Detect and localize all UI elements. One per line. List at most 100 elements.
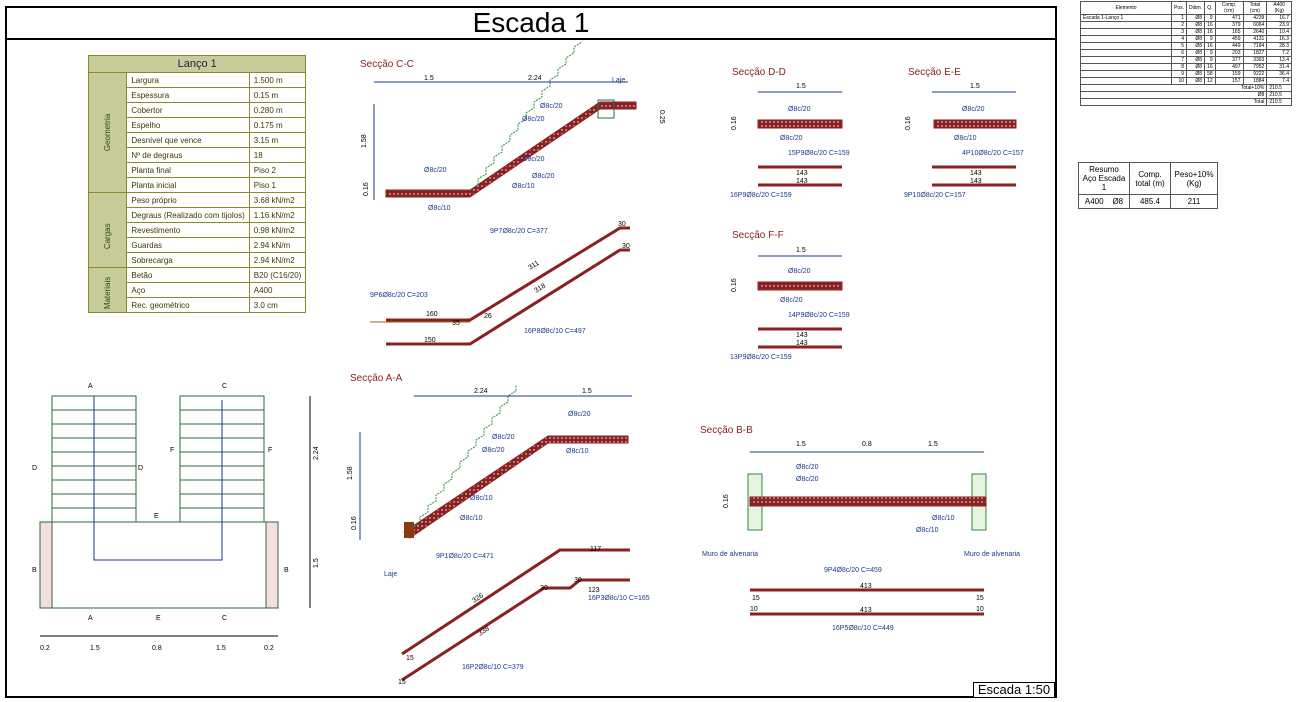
length: 10 xyxy=(976,606,984,613)
plan-dim: 2.24 xyxy=(313,446,320,460)
wall-left xyxy=(39,521,53,609)
section-aa-title: Secção A-A xyxy=(350,373,403,384)
length: 143 xyxy=(970,178,982,185)
section-aa xyxy=(359,385,632,682)
rebar-label: Ø8c/20 xyxy=(962,106,985,113)
bar-mark: 9P4Ø8c/20 C=459 xyxy=(824,567,882,574)
summary-steel: A400 Ø8 xyxy=(1078,194,1130,209)
cut-mark: A xyxy=(88,615,93,622)
section-dd-title: Secção D-D xyxy=(732,67,786,78)
bar-mark: 16P2Ø8c/10 C=379 xyxy=(462,664,524,671)
section-ff-title: Secção F-F xyxy=(732,230,784,241)
bar-mark: 16P3Ø8c/10 C=165 xyxy=(588,595,650,602)
dim: 1.5 xyxy=(928,441,938,448)
bars-total-value: 210.5 xyxy=(1266,98,1292,106)
length: 413 xyxy=(860,607,872,614)
bar-mark: 9P6Ø8c/20 C=203 xyxy=(370,292,428,299)
rebar-label: Ø8c/20 xyxy=(540,103,563,110)
cut-mark: B xyxy=(32,567,37,574)
lanco-value: 3.0 cm xyxy=(248,297,307,313)
dim: 0.16 xyxy=(731,116,738,130)
wall-label: Muro de alvenaria xyxy=(702,551,758,558)
drawing-title: Escada 1 xyxy=(5,6,1057,40)
plan-dim: 0.2 xyxy=(40,645,50,652)
length: 15 xyxy=(752,595,760,602)
rebar-label: Ø8c/20 xyxy=(568,411,591,418)
length: 123 xyxy=(588,587,600,594)
lanco-label: Rec. geométrico xyxy=(126,297,250,313)
length: 10 xyxy=(750,606,758,613)
length: 413 xyxy=(860,583,872,590)
rebar-label: Ø8c/10 xyxy=(428,205,451,212)
rebar-label: Ø8c/10 xyxy=(916,527,939,534)
length: 150 xyxy=(424,337,436,344)
length: 143 xyxy=(970,170,982,177)
dim: 1.5 xyxy=(424,75,434,82)
stair-plan xyxy=(39,395,311,637)
cut-mark: E xyxy=(154,513,159,520)
length: 35 xyxy=(452,320,460,327)
lanco-header: Lanço 1 xyxy=(87,55,307,73)
summary-h2: Peso+10% (Kg) xyxy=(1170,162,1218,195)
dim: 0.16 xyxy=(363,182,370,196)
group-2: Materiais xyxy=(87,267,128,313)
bar-mark: 16P5Ø8c/10 C=449 xyxy=(832,625,894,632)
dim: 0.16 xyxy=(731,278,738,292)
drawing-frame xyxy=(5,6,1057,698)
rebar-label: Ø8c/20 xyxy=(780,135,803,142)
length: 117 xyxy=(590,546,601,553)
dim: 0.16 xyxy=(351,516,358,530)
length: 143 xyxy=(796,178,808,185)
lanco-value: 3.68 kN/m2 xyxy=(248,192,307,208)
bar-mark: 15P9Ø8c/20 C=159 xyxy=(788,150,850,157)
dim: 0.16 xyxy=(723,494,730,508)
dim: 1.5 xyxy=(796,441,806,448)
laje-label: Laje xyxy=(384,571,397,578)
plan-dim: 0.2 xyxy=(264,645,274,652)
lanco-value: 0.175 m xyxy=(248,117,307,133)
dim: 2.24 xyxy=(528,75,542,82)
rebar-label: Ø8c/10 xyxy=(954,135,977,142)
rebar-label: Ø8c/10 xyxy=(512,183,535,190)
rebar-label: Ø8c/10 xyxy=(566,448,589,455)
dim: 0.16 xyxy=(905,116,912,130)
wall-right xyxy=(265,521,279,609)
bar-mark: 16P9Ø8c/20 C=159 xyxy=(730,192,792,199)
dim: 1.58 xyxy=(361,134,368,148)
rebar-label: Ø8c/10 xyxy=(932,515,955,522)
dim: 0.8 xyxy=(862,441,872,448)
rebar-label: Ø8c/20 xyxy=(522,116,545,123)
plan-dim: 0.8 xyxy=(152,645,162,652)
section-bb-title: Secção B-B xyxy=(700,425,753,436)
cut-mark: A xyxy=(88,383,93,390)
landing-slab xyxy=(39,521,279,609)
length: 143 xyxy=(796,170,808,177)
section-bb xyxy=(747,451,987,616)
bar-mark: 16P8Ø8c/10 C=497 xyxy=(524,328,586,335)
length: 15 xyxy=(398,679,406,686)
rebar-label: Ø8c/10 xyxy=(460,515,483,522)
plan-dim: 1.5 xyxy=(90,645,100,652)
section-cc-title: Secção C-C xyxy=(360,59,414,70)
length: 15 xyxy=(976,595,984,602)
dim: 1.58 xyxy=(347,466,354,480)
bar-mark: 9P1Ø8c/20 C=471 xyxy=(436,553,494,560)
plan-dim: 1.5 xyxy=(216,645,226,652)
wall-label: Muro de alvenaria xyxy=(964,551,1020,558)
dim: 2.24 xyxy=(474,388,488,395)
cut-mark: D xyxy=(138,465,143,472)
dim: 1.5 xyxy=(582,388,592,395)
rebar-label: Ø8c/20 xyxy=(532,173,555,180)
dim: 1.5 xyxy=(796,247,806,254)
cut-mark: B xyxy=(284,567,289,574)
rebar-label: Ø8c/20 xyxy=(780,297,803,304)
summary-weight: 211 xyxy=(1170,194,1218,209)
length: 318 xyxy=(533,283,547,295)
bar-mark: 4P10Ø8c/20 C=157 xyxy=(962,150,1024,157)
length: 160 xyxy=(426,311,438,318)
dim: 1.5 xyxy=(970,83,980,90)
cut-mark: D xyxy=(32,465,37,472)
